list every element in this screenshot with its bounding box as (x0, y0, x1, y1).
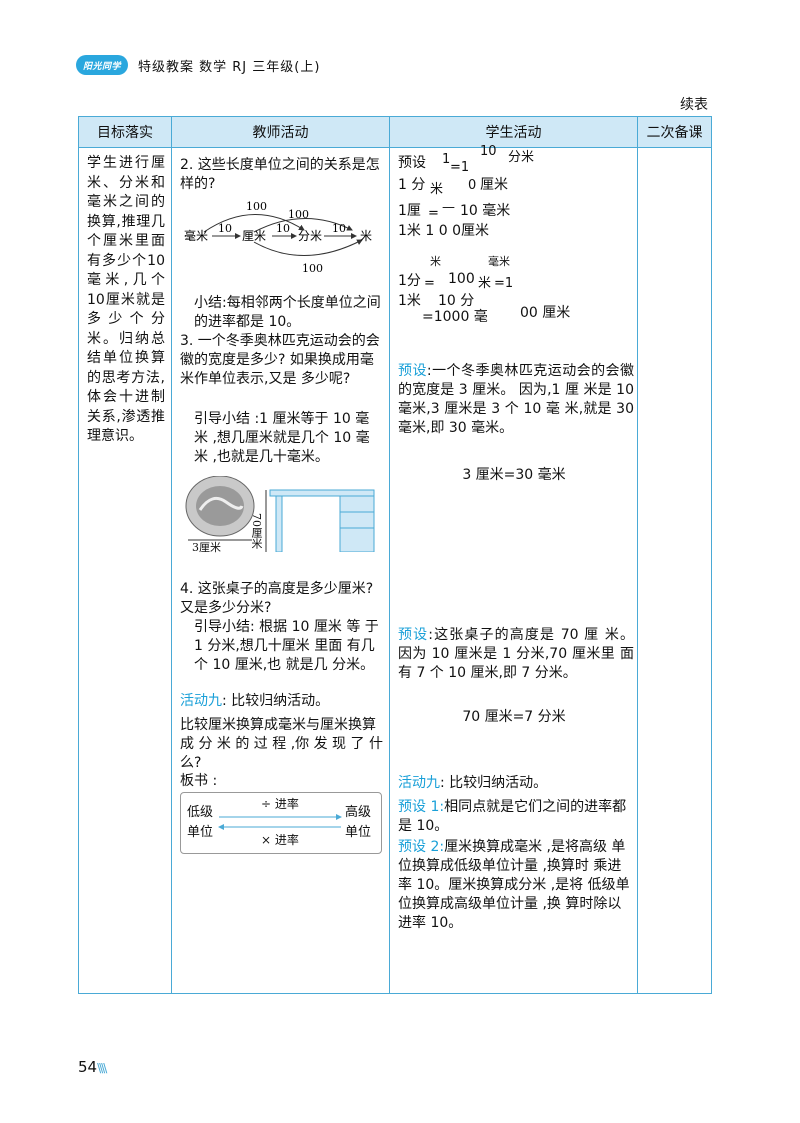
board-arrows (218, 814, 342, 830)
student-pre4: 预设 1:相同点就是它们之间的进率都是 10。 (398, 798, 634, 836)
teacher-q2: 2. 这些长度单位之间的关系是怎样的? (180, 157, 380, 192)
diagram-label-top: 100 (246, 200, 267, 213)
diagram-label-mid: 10 (332, 222, 346, 235)
board-right1: 高级 (345, 805, 372, 820)
frac-part: =1 (450, 160, 470, 175)
student-line2a: 1 分 (398, 177, 426, 193)
student-line5b: 毫米 (488, 255, 510, 268)
table-header-row: 目标落实 教师活动 学生活动 二次备课 (78, 116, 712, 148)
teacher-guide3: 引导小结 :1 厘米等于 10 毫 米 ,想几厘米就是几个 10 毫 米 ,也就… (194, 411, 370, 465)
diagram-unit: 分米 (298, 229, 322, 243)
student-line6c: 100 (448, 271, 475, 287)
activity9-text: : 比较归纳活动。 (222, 693, 330, 709)
student-line6e: =1 (494, 276, 514, 291)
student-line8a: =1000 毫 (422, 309, 488, 325)
teacher-guide4: 引导小结: 根据 10 厘米 等 于 1 分米,想几十厘米 里面 有几个 10 … (194, 619, 379, 673)
student-pre2-label: 预设 (398, 363, 427, 379)
student-line3b: = (428, 206, 439, 221)
page-footer: 54\\\\ (78, 1058, 107, 1076)
student-line8b: 00 厘米 (520, 305, 571, 321)
student-line6b: = (424, 276, 435, 291)
student-activity9: 活动九: 比较归纳活动。 (398, 774, 634, 793)
student-pre4-text: 相同点就是它们之间的进率都是 10。 (398, 799, 627, 834)
col-header-student: 学生活动 (389, 116, 638, 148)
student-pre3-text: :这张桌子的高度是 70 厘 米。 因为 10 厘米是 1 分米,70 厘米里 … (398, 627, 634, 681)
diagram-unit: 厘米 (242, 229, 266, 243)
teacher-q3: 3. 一个冬季奥林匹克运动会的会徽的宽度是多少? 如果换成用毫米作单位表示,又是… (180, 333, 380, 387)
student-line3d: 10 毫米 (460, 203, 511, 219)
student-line2b: 米 (430, 182, 444, 197)
teacher-q4: 4. 这张桌子的高度是多少厘米? 又是多少分米? (180, 581, 374, 616)
desk-picture (265, 489, 375, 552)
student-act9-text: : 比较归纳活动。 (440, 775, 548, 791)
series-title: 特级教案 数学 RJ 三年级(上) (138, 59, 321, 75)
backup-cell (637, 147, 712, 994)
student-pre4-label: 预设 1: (398, 799, 445, 815)
label-3cm: 3厘米 (192, 541, 221, 554)
student-cell: 预设 1 =1 10 分米 1 分 米 0 厘米 1厘 = — 10 毫米 1米… (389, 144, 638, 994)
label-70cm: 70厘米 (250, 513, 263, 549)
student-line7b: 10 分 (438, 293, 475, 309)
student-line6a: 1分 (398, 273, 421, 289)
frac-part: 1 (442, 152, 451, 167)
student-line7a: 1米 (398, 293, 421, 309)
col-header-backup: 二次备课 (637, 116, 712, 148)
board-right2: 单位 (345, 825, 372, 840)
student-line6d: 米 (478, 276, 492, 291)
diagram-unit: 米 (360, 229, 372, 243)
continued-label: 续表 (680, 97, 708, 113)
student-line4: 1米 1 0 0厘米 (398, 223, 489, 239)
goal-text: 学生进行厘米、分米和毫米之间的换算,推理几个厘米里面有多少个10毫米,几个10厘… (87, 155, 165, 444)
student-pre5-text: 厘米换算成毫米 ,是将高级 单位换算成低级单位计量 ,换算时 乘进率 10。厘米… (398, 839, 630, 931)
footer-mark: \\\\ (97, 1061, 107, 1075)
student-act9-label: 活动九 (398, 775, 440, 791)
board-left1: 低级 (187, 805, 214, 820)
student-line5a: 米 (430, 255, 441, 268)
lesson-table: 目标落实 教师活动 学生活动 二次备课 学生进行厘米、分米和毫米之间的换算,推理… (78, 116, 712, 994)
board-bottom: × 进率 (261, 833, 299, 847)
activity9-title: 活动九 (180, 693, 222, 709)
student-pre3-label: 预设 (398, 627, 429, 643)
col-header-teacher: 教师活动 (171, 116, 390, 148)
goal-cell: 学生进行厘米、分米和毫米之间的换算,推理几个厘米里面有多少个10毫米,几个10厘… (78, 147, 172, 994)
frac-part: 10 (480, 144, 497, 159)
brand-logo: 阳光同学 (76, 55, 128, 75)
diagram-label-mid: 10 (276, 222, 290, 235)
student-line3c: — (442, 200, 455, 215)
teacher-summary: 小结:每相邻两个长度单位之间的进率都是 10。 (194, 295, 381, 330)
student-eq1: 3 厘米=30 毫米 (462, 467, 566, 483)
diagram-label-top2: 100 (288, 208, 309, 221)
emblem-photo (185, 476, 255, 541)
page-header: 阳光同学 特级教案 数学 RJ 三年级(上) (76, 54, 320, 76)
teacher-compare: 比较厘米换算成毫米与厘米换算成 分 米 的 过 程 ,你 发 现 了 什么? (180, 717, 383, 771)
diagram-label-bottom: 100 (302, 262, 323, 275)
diagram-unit: 毫米 (184, 228, 208, 243)
student-line2c: 0 (468, 178, 477, 193)
student-pre3: 预设:这张桌子的高度是 70 厘 米。 因为 10 厘米是 1 分米,70 厘米… (398, 626, 634, 683)
board-left2: 单位 (187, 825, 214, 840)
student-pre5: 预设 2:厘米换算成毫米 ,是将高级 单位换算成低级单位计量 ,换算时 乘进率 … (398, 838, 634, 933)
student-eq1-wrap: 3 厘米=30 毫米 (390, 466, 638, 485)
student-pre5-label: 预设 2: (398, 839, 445, 855)
board-top: ÷ 进率 (261, 797, 299, 811)
student-pre2-text: :一个冬季奥林匹克运动会的会徽的宽度是 3 厘米。 因为,1 厘 米是 10 毫… (398, 363, 635, 436)
student-pre1-label: 预设 (398, 155, 426, 171)
student-pre2: 预设:一个冬季奥林匹克运动会的会徽的宽度是 3 厘米。 因为,1 厘 米是 10… (398, 362, 634, 438)
col-header-goal: 目标落实 (78, 116, 172, 148)
board-box: ÷ 进率 × 进率 低级 单位 高级 单位 (180, 792, 382, 854)
unit-relation-diagram: 100 100 10 10 10 毫米 厘米 分米 米 100 (184, 200, 372, 275)
teacher-activity9: 活动九: 比较归纳活动。 (180, 692, 385, 711)
board-title: 板书 : (180, 773, 218, 789)
teacher-cell: 2. 这些长度单位之间的关系是怎样的? 100 100 10 10 10 毫米 … (171, 147, 390, 994)
frac-part: 分米 (508, 150, 535, 165)
student-eq2: 70 厘米=7 分米 (462, 709, 566, 725)
diagram-label-mid: 10 (218, 222, 232, 235)
student-line2d: 厘米 (480, 177, 508, 193)
page-number: 54 (78, 1058, 98, 1076)
student-eq2-wrap: 70 厘米=7 分米 (390, 708, 638, 727)
table-body-row: 学生进行厘米、分米和毫米之间的换算,推理几个厘米里面有多少个10毫米,几个10厘… (78, 144, 712, 994)
student-line3: 1厘 (398, 203, 421, 219)
